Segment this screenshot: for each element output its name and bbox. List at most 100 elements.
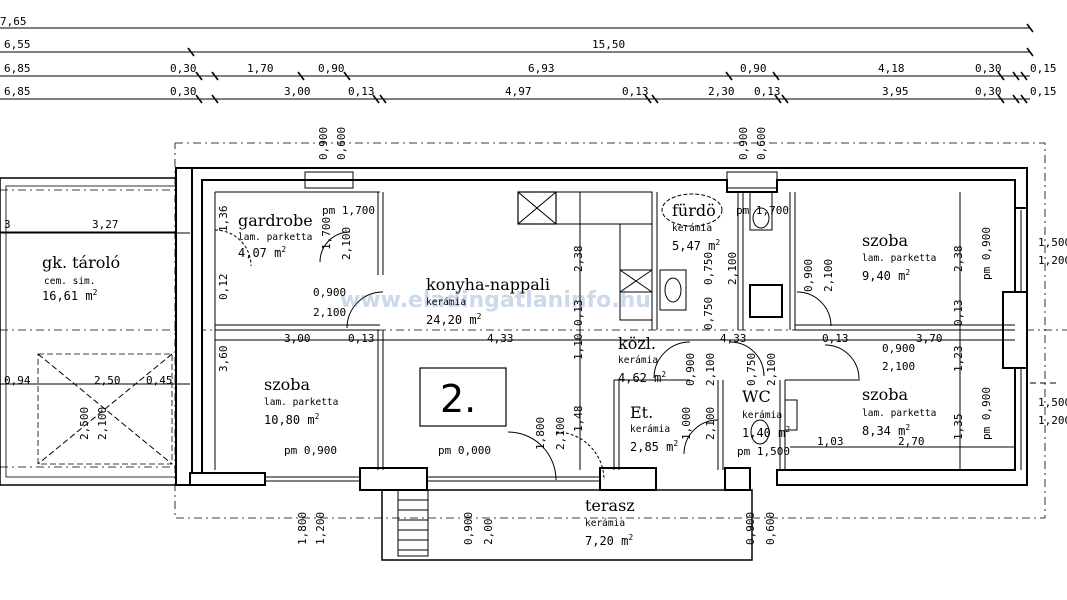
unit-number-label: 2.	[440, 377, 476, 421]
dim-row3-1: 0,30	[170, 62, 197, 75]
opening-label: 0,750	[745, 353, 758, 386]
inner-dim: 1,03	[817, 435, 844, 448]
dim-row4-0: 6,85	[4, 85, 31, 98]
opening-label: 0,600	[755, 127, 768, 160]
room-labels: gk. tároló cem. sim. 16,61 m2 gardrobe l…	[42, 201, 936, 548]
room-name: konyha-nappali	[426, 275, 550, 294]
interior-dimensions: 3,27 1,36 0,12 3,00 0,13 4,33 2,38 0,13 …	[4, 206, 965, 449]
dim-row4-8: 3,95	[882, 85, 909, 98]
opening-label: 0,900	[744, 512, 757, 545]
room-material: kerámia	[618, 355, 658, 366]
dim-row4-2: 3,00	[284, 85, 311, 98]
room-material: lam. parketta	[862, 408, 936, 419]
room-material: kerámia	[742, 410, 782, 421]
opening-label: 2,500	[78, 407, 91, 440]
opening-label: pm 1,700	[736, 204, 789, 217]
dim-row3-4: 6,93	[528, 62, 555, 75]
opening-label: 1,000	[680, 407, 693, 440]
dim-row4-10: 0,15	[1030, 85, 1057, 98]
dim-row4-5: 0,13	[622, 85, 649, 98]
opening-label: 1,800	[296, 512, 309, 545]
room-name: WC	[742, 387, 771, 406]
room-material: kerámia	[630, 424, 670, 435]
inner-dim: 3,70	[916, 332, 943, 345]
room-area: 16,61 m2	[42, 288, 98, 303]
dim-row2-1: 15,50	[592, 38, 625, 51]
inner-dim: 0,13	[348, 332, 375, 345]
dim-row3-7: 0,30	[975, 62, 1002, 75]
room-area: 24,20 m2	[426, 312, 482, 327]
room-area: 8,34 m2	[862, 423, 910, 438]
opening-label: pm 0,900	[284, 444, 337, 457]
opening-label: pm 0,900	[980, 227, 993, 280]
opening-label: 0,900	[684, 353, 697, 386]
dim-row3-5: 0,90	[740, 62, 767, 75]
inner-dim: 2,50	[94, 374, 121, 387]
opening-label: 1,500	[1038, 396, 1067, 409]
opening-label: 1,500	[1038, 236, 1067, 249]
opening-label: 0,900	[802, 259, 815, 292]
inner-dim: 3,27	[92, 218, 119, 231]
room-name: gardrobe	[238, 211, 313, 230]
room-material: lam. parketta	[862, 253, 936, 264]
inner-dim: 4,33	[720, 332, 747, 345]
dim-row3-0: 6,85	[4, 62, 31, 75]
room-material: kerámia	[585, 518, 625, 529]
room-name: fürdö	[672, 201, 716, 220]
dim-row3-2: 1,70	[247, 62, 274, 75]
inner-dim: 0,12	[217, 274, 230, 301]
room-area: 9,40 m2	[862, 268, 910, 283]
dim-row3-3: 0,90	[318, 62, 345, 75]
dim-row1-0: 7,65	[0, 15, 27, 28]
opening-label: 2,100	[882, 360, 915, 373]
opening-label: 2,100	[704, 407, 717, 440]
room-area: 4,07 m2	[238, 245, 286, 260]
inner-dim: 0,13	[952, 300, 965, 327]
room-name: gk. tároló	[42, 253, 120, 272]
inner-dim: 2,38	[952, 246, 965, 273]
dim-row4-4: 4,97	[505, 85, 532, 98]
opening-label: 1,800	[534, 417, 547, 450]
room-area: 4,62 m2	[618, 370, 666, 385]
dim-row4-9: 0,30	[975, 85, 1002, 98]
dim-row2-0: 6,55	[4, 38, 31, 51]
opening-label: 0,900	[882, 342, 915, 355]
opening-label: pm 1,500	[737, 445, 790, 458]
room-area: 2,85 m2	[630, 439, 678, 454]
opening-label: 1,200	[1038, 254, 1067, 267]
opening-label: 0,900	[317, 127, 330, 160]
opening-label: 2,100	[313, 306, 346, 319]
dim-row4-3: 0,13	[348, 85, 375, 98]
room-name: szoba	[264, 375, 311, 394]
inner-dim: 0,13	[572, 300, 585, 327]
inner-dim: 0,94	[4, 374, 31, 387]
room-name: szoba	[862, 231, 909, 250]
opening-label: 0,900	[737, 127, 750, 160]
room-area: 5,47 m2	[672, 238, 720, 253]
room-material: lam. parketta	[238, 232, 312, 243]
inner-dim: 3	[4, 218, 11, 231]
opening-label: 0,600	[764, 512, 777, 545]
room-area: 7,20 m2	[585, 533, 633, 548]
inner-dim: 1,23	[952, 346, 965, 373]
opening-label: 2,100	[765, 353, 778, 386]
opening-label: 0,750	[702, 252, 715, 285]
dimension-chains: 7,65 6,55 15,50 6,85 0,30 1,70 0,90 6,93…	[0, 15, 1057, 104]
inner-dim: 4,33	[487, 332, 514, 345]
inner-dim: 2,38	[572, 246, 585, 273]
dim-row4-6: 2,30	[708, 85, 735, 98]
opening-label: 0,900	[313, 286, 346, 299]
dim-row4-1: 0,30	[170, 85, 197, 98]
inner-dim: 2,70	[898, 435, 925, 448]
opening-label: 0,750	[702, 297, 715, 330]
room-area: 10,80 m2	[264, 412, 320, 427]
opening-label: 2,100	[704, 353, 717, 386]
partitions	[0, 171, 1060, 561]
opening-label: 2,100	[822, 259, 835, 292]
opening-label: 2,100	[96, 407, 109, 440]
room-area: 1,40 m2	[742, 425, 790, 440]
inner-dim: 0,13	[822, 332, 849, 345]
inner-dim: 3,60	[217, 346, 230, 373]
dim-row3-8: 0,15	[1030, 62, 1057, 75]
